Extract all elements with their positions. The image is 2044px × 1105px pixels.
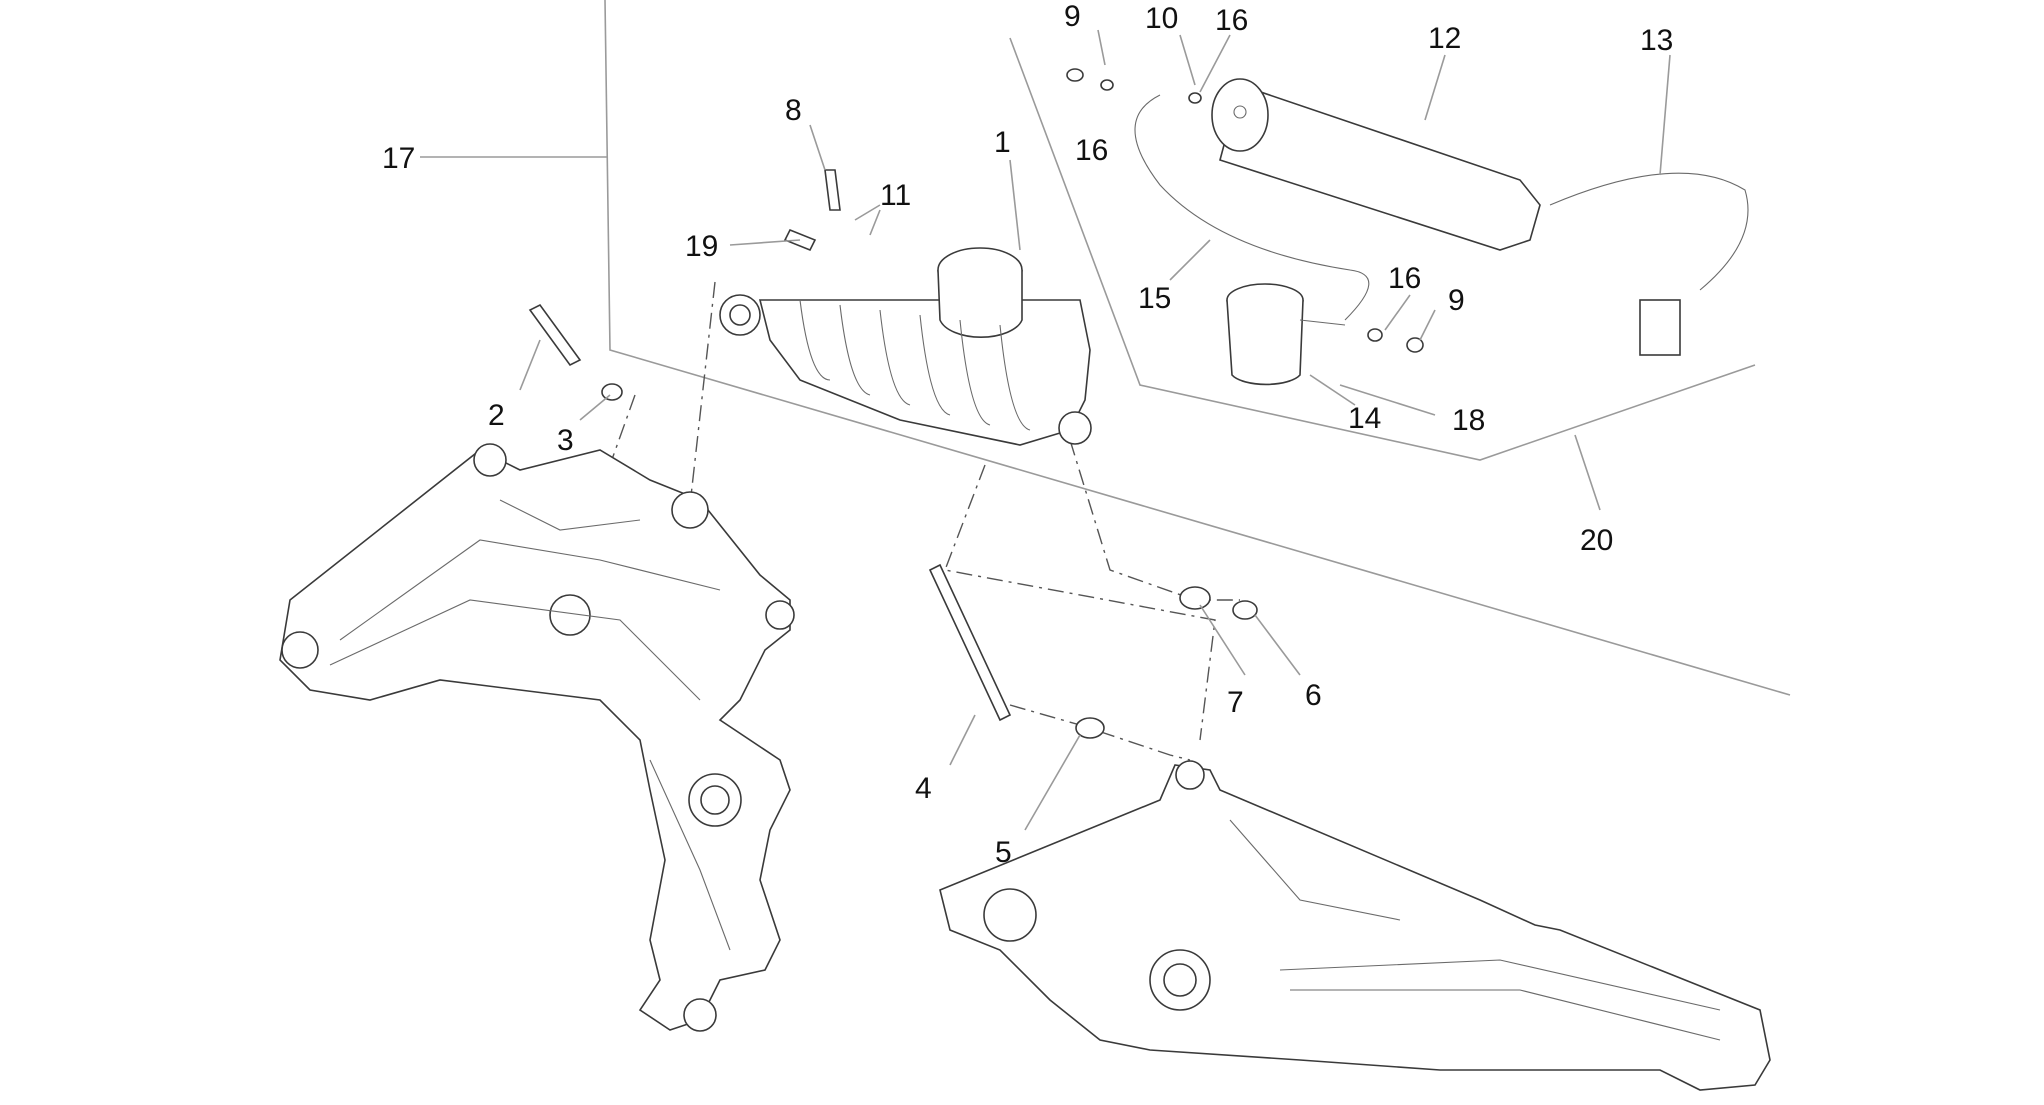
callout-5: 5 bbox=[995, 836, 1012, 869]
callout-16-right: 16 bbox=[1388, 262, 1421, 295]
swingarm bbox=[939, 760, 1771, 1091]
callout-12: 12 bbox=[1428, 22, 1461, 55]
callout-8: 8 bbox=[785, 94, 802, 127]
callout-9-top: 9 bbox=[1064, 0, 1081, 33]
callout-20: 20 bbox=[1580, 524, 1613, 557]
shock-absorber bbox=[719, 247, 1092, 446]
callout-2: 2 bbox=[488, 399, 505, 432]
leader-lines bbox=[519, 29, 1671, 831]
callout-17: 17 bbox=[382, 142, 415, 175]
axis-lines bbox=[609, 281, 1240, 761]
callout-18: 18 bbox=[1452, 404, 1485, 437]
callout-4: 4 bbox=[915, 772, 932, 805]
callouts: 1 2 3 4 5 6 7 8 9 9 10 11 12 13 14 15 16… bbox=[382, 0, 1673, 869]
callout-7: 7 bbox=[1227, 686, 1244, 719]
callout-3: 3 bbox=[557, 424, 574, 457]
callout-1: 1 bbox=[994, 126, 1011, 159]
group-bracket-20 bbox=[1009, 37, 1756, 511]
callout-13: 13 bbox=[1640, 24, 1673, 57]
callout-14: 14 bbox=[1348, 402, 1381, 435]
reservoir bbox=[1134, 78, 1749, 356]
adjuster-ring bbox=[1226, 283, 1346, 386]
callout-10: 10 bbox=[1145, 2, 1178, 35]
hardware bbox=[528, 68, 1424, 739]
group-bracket-17 bbox=[420, 0, 1791, 696]
callout-6: 6 bbox=[1305, 679, 1322, 712]
callout-9-right: 9 bbox=[1448, 284, 1465, 317]
callout-16-top: 16 bbox=[1215, 4, 1248, 37]
callout-19: 19 bbox=[685, 230, 718, 263]
callout-16-left: 16 bbox=[1075, 134, 1108, 167]
frame-bracket bbox=[279, 443, 795, 1032]
callout-15: 15 bbox=[1138, 282, 1171, 315]
callout-11: 11 bbox=[880, 179, 911, 212]
